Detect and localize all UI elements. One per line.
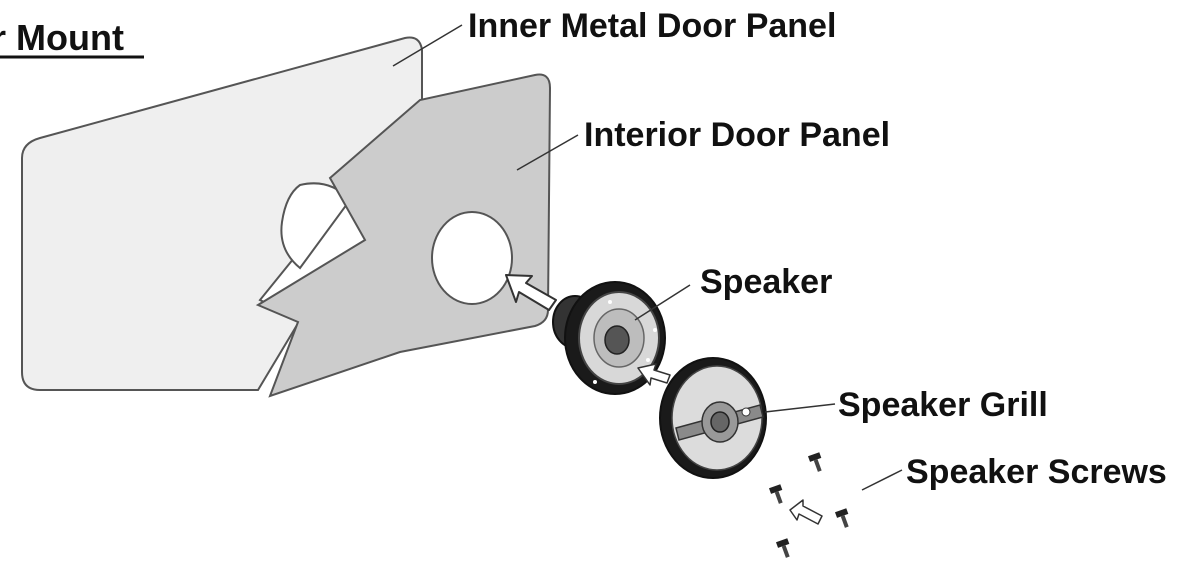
speaker-screws <box>768 452 849 558</box>
speaker-insert-arrow <box>505 274 557 311</box>
screw-arrow <box>789 499 823 525</box>
metal-panel-shape <box>21 36 423 391</box>
arrow-shape <box>505 274 557 311</box>
label-inner-metal-door-panel: Inner Metal Door Panel <box>468 7 836 45</box>
screw-icon <box>775 538 790 558</box>
speaker-mount-hole <box>608 300 612 304</box>
screw-icon <box>834 508 849 528</box>
speaker-grill <box>659 357 767 479</box>
leader-lines <box>392 24 903 491</box>
speaker-mount-hole <box>646 358 650 362</box>
leader-interior-door-panel <box>516 134 579 171</box>
diagram-title: r Mount <box>0 17 144 59</box>
inner-metal-door-panel <box>21 36 423 391</box>
grill-insert-arrow <box>637 363 671 386</box>
interior-door-panel <box>255 73 552 398</box>
leader-inner-metal-door-panel <box>392 24 463 67</box>
speaker <box>552 281 666 395</box>
label-speaker-screws: Speaker Screws <box>906 453 1167 491</box>
callout-labels: Inner Metal Door Panel Interior Door Pan… <box>468 7 1167 491</box>
metal-panel-hole <box>280 182 352 270</box>
speaker-dust-cap <box>604 325 630 355</box>
leader-speaker-screws <box>861 469 903 491</box>
speaker-mount-hole <box>593 380 597 384</box>
grill-center <box>710 411 730 433</box>
interior-panel-shape <box>255 73 552 398</box>
speaker-mount-hole <box>653 328 657 332</box>
grill-screw-hole <box>741 407 751 417</box>
screw-icon <box>768 484 783 504</box>
speaker-opening <box>431 211 513 305</box>
label-interior-door-panel: Interior Door Panel <box>584 116 890 154</box>
title-text: r Mount <box>0 17 124 58</box>
leader-speaker-grill <box>764 403 836 413</box>
label-speaker: Speaker <box>700 263 832 301</box>
leader-speaker <box>634 284 691 321</box>
label-speaker-grill: Speaker Grill <box>838 386 1048 424</box>
arrow-shape <box>637 363 671 386</box>
screw-icon <box>807 452 822 472</box>
